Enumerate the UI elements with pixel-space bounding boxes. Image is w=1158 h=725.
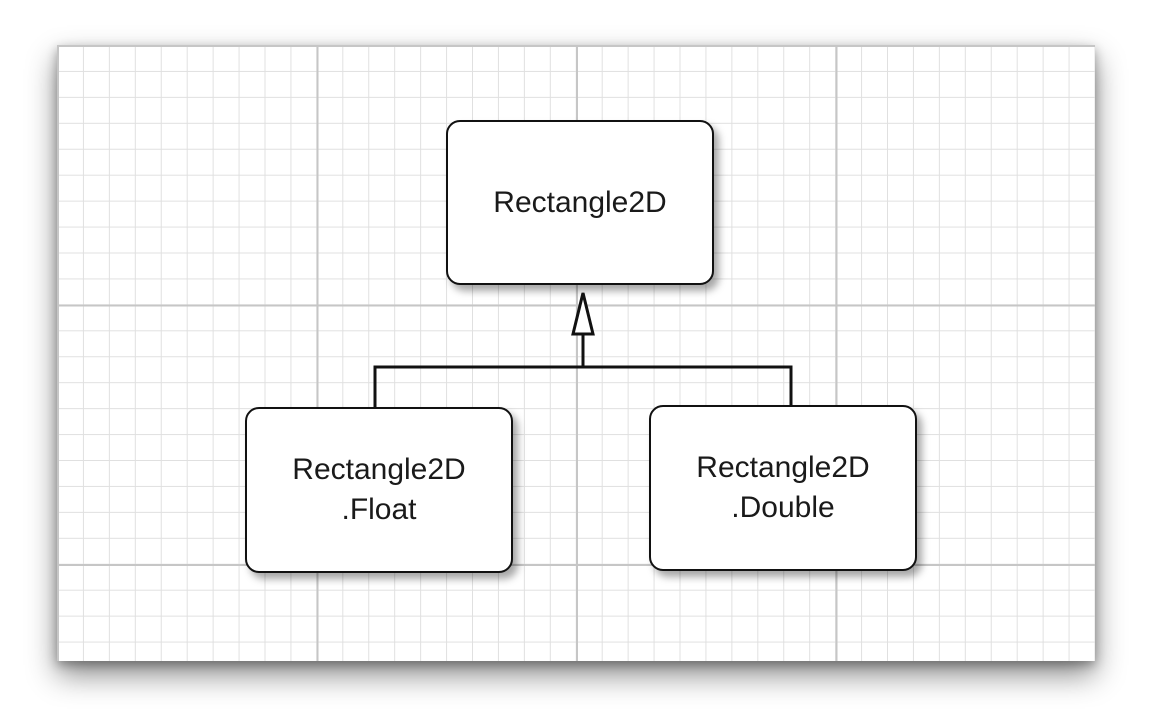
class-node-label-line2: .Float <box>341 493 417 526</box>
class-node-rectangle2d: Rectangle2D <box>446 120 714 285</box>
inheritance-arrowhead-icon <box>571 292 595 336</box>
class-node-rectangle2d-double: Rectangle2D .Double <box>649 405 917 571</box>
class-node-label-line1: Rectangle2D <box>292 453 466 486</box>
class-node-label-line1: Rectangle2D <box>696 451 870 484</box>
branch-connector <box>373 365 793 407</box>
class-node-label-line2: .Double <box>731 491 835 524</box>
class-node-rectangle2d-float: Rectangle2D .Float <box>245 407 513 573</box>
class-node-label: Rectangle2D <box>493 185 667 219</box>
